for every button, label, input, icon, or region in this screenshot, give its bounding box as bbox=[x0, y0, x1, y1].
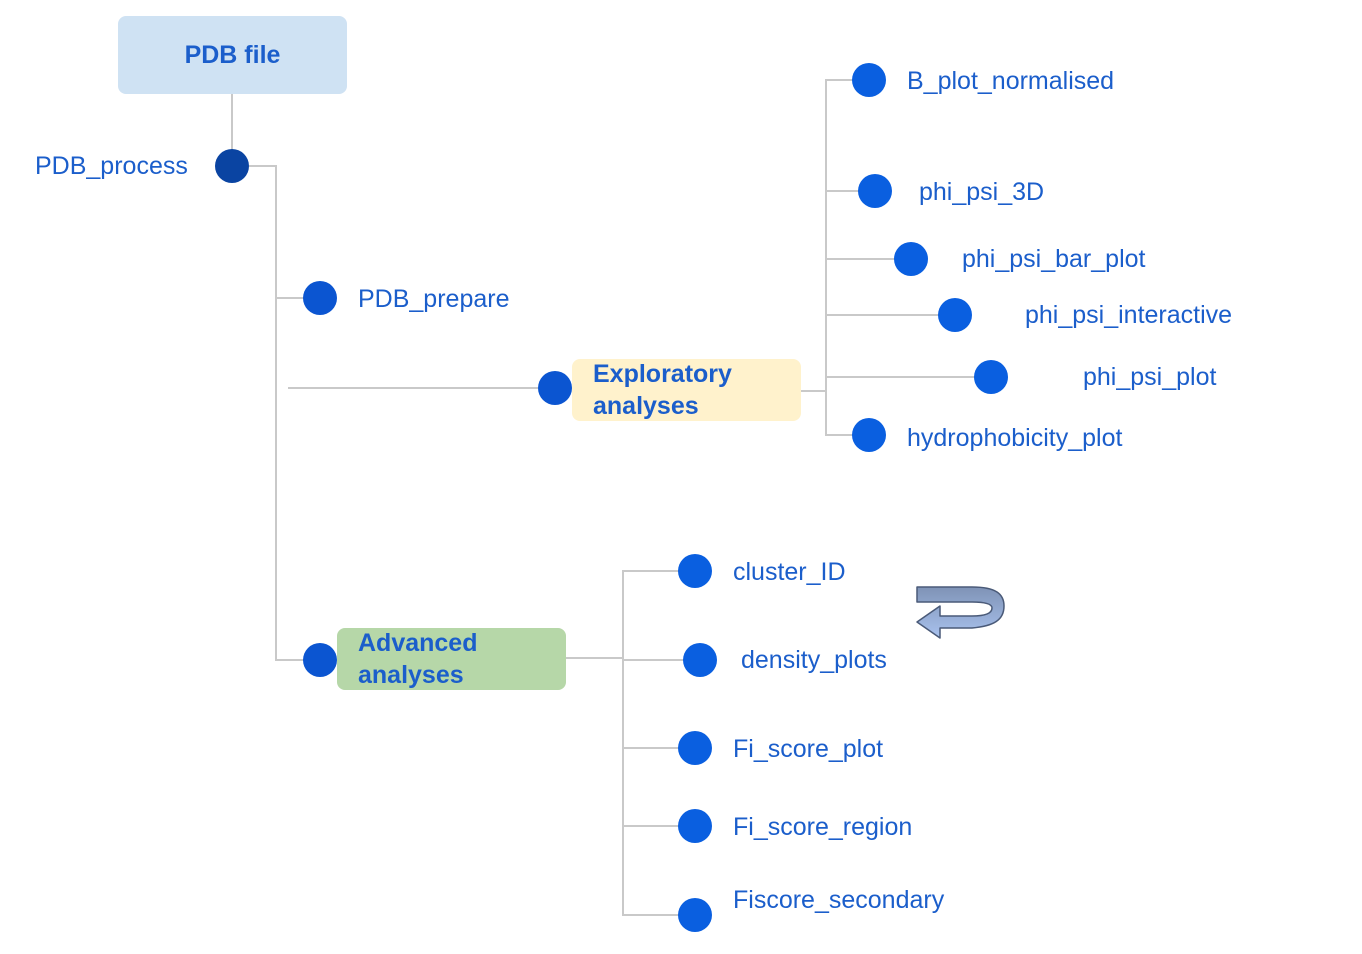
exploratory-label-line1: Exploratory bbox=[593, 360, 732, 388]
connector bbox=[622, 914, 680, 916]
connector bbox=[622, 825, 680, 827]
connector bbox=[231, 94, 233, 166]
phi-psi-interactive-label: phi_psi_interactive bbox=[1025, 301, 1233, 329]
connector bbox=[622, 570, 680, 572]
connector bbox=[825, 314, 939, 316]
connector bbox=[249, 165, 277, 167]
density-plots-node bbox=[683, 643, 717, 677]
phi-psi-bar-plot-label: phi_psi_bar_plot bbox=[962, 245, 1146, 273]
refresh-arrow-icon bbox=[916, 586, 1005, 639]
connector bbox=[275, 165, 277, 660]
advanced-label-line2: analyses bbox=[358, 661, 464, 689]
connector bbox=[825, 434, 853, 436]
phi-psi-3d-label: phi_psi_3D bbox=[919, 178, 1045, 206]
exploratory-label-line2: analyses bbox=[593, 392, 699, 420]
pdb-file-node: PDB file bbox=[118, 16, 347, 94]
pdb-prepare-label: PDB_prepare bbox=[358, 285, 510, 313]
phi-psi-plot-node bbox=[974, 360, 1008, 394]
pdb-process-node bbox=[215, 149, 249, 183]
phi-psi-plot-label: phi_psi_plot bbox=[1083, 363, 1217, 391]
advanced-analyses-box: Advanced analyses bbox=[337, 628, 566, 690]
fi-score-plot-label: Fi_score_plot bbox=[733, 735, 884, 763]
connector bbox=[825, 258, 895, 260]
fi-score-region-label: Fi_score_region bbox=[733, 813, 913, 841]
hydrophobicity-plot-node bbox=[852, 418, 886, 452]
pdb-prepare-node bbox=[303, 281, 337, 315]
exploratory-node bbox=[538, 371, 572, 405]
advanced-label-line1: Advanced bbox=[358, 629, 478, 657]
connector bbox=[622, 747, 680, 749]
connector bbox=[801, 390, 827, 392]
connector bbox=[566, 657, 624, 659]
phi-psi-interactive-node bbox=[938, 298, 972, 332]
phi-psi-3d-node bbox=[858, 174, 892, 208]
connector bbox=[622, 659, 684, 661]
advanced-node bbox=[303, 643, 337, 677]
pdb-process-label: PDB_process bbox=[35, 152, 188, 180]
exploratory-analyses-box: Exploratory analyses bbox=[572, 359, 801, 421]
fiscore-secondary-label: Fiscore_secondary bbox=[733, 886, 945, 914]
connector bbox=[275, 297, 305, 299]
pdb-file-label: PDB file bbox=[184, 40, 281, 69]
connector bbox=[825, 376, 975, 378]
density-plots-label: density_plots bbox=[741, 646, 887, 674]
connector bbox=[622, 571, 624, 916]
cluster-id-node bbox=[678, 554, 712, 588]
connector bbox=[288, 387, 538, 389]
phi-psi-bar-plot-node bbox=[894, 242, 928, 276]
connector bbox=[275, 659, 305, 661]
connector bbox=[825, 79, 853, 81]
fi-score-plot-node bbox=[678, 731, 712, 765]
fiscore-secondary-node bbox=[678, 898, 712, 932]
b-plot-normalised-node bbox=[852, 63, 886, 97]
hydrophobicity-plot-label: hydrophobicity_plot bbox=[907, 424, 1123, 452]
cluster-id-label: cluster_ID bbox=[733, 558, 846, 586]
b-plot-normalised-label: B_plot_normalised bbox=[907, 67, 1115, 95]
connector bbox=[825, 190, 859, 192]
fi-score-region-node bbox=[678, 809, 712, 843]
